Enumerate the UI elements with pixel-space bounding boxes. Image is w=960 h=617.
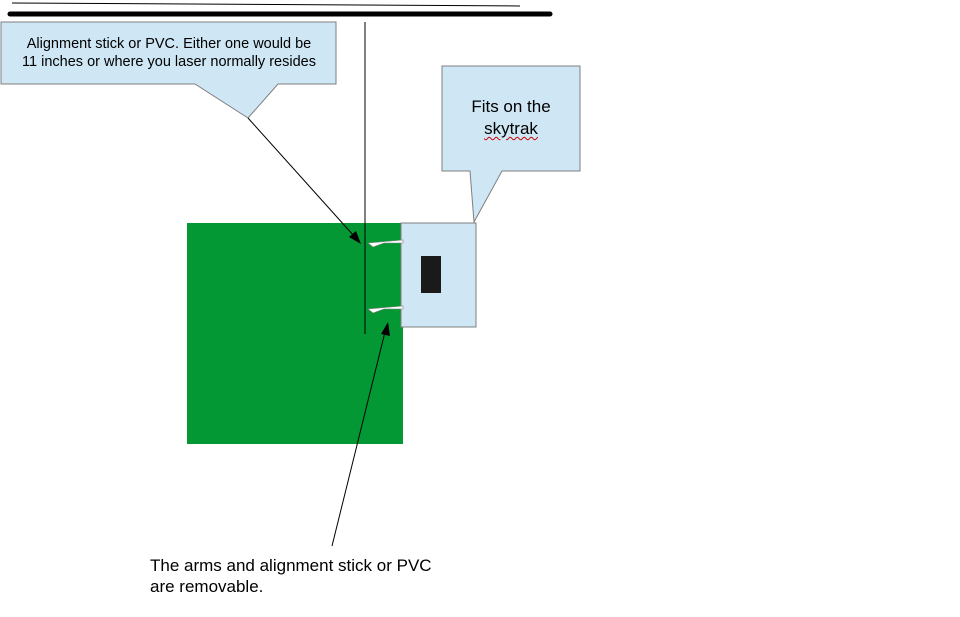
removable-arrow-line bbox=[331, 331, 386, 547]
lower-arm bbox=[367, 305, 404, 314]
removable-note-line2: are removable. bbox=[150, 577, 264, 596]
skytrak-callout-box bbox=[441, 65, 581, 224]
skytrak-callout-text: Fits on the skytrak bbox=[442, 96, 580, 140]
skytrak-callout-line2: skytrak bbox=[484, 119, 538, 138]
skytrak-callout-line1: Fits on the bbox=[471, 97, 551, 116]
alignment-arrow-head bbox=[349, 231, 361, 244]
alignment-arrow-line bbox=[247, 117, 355, 237]
green-mat bbox=[187, 223, 403, 444]
top-thin-line bbox=[11, 2, 521, 7]
removable-note: The arms and alignment stick or PVC are … bbox=[150, 555, 432, 597]
alignment-callout-box bbox=[0, 21, 337, 119]
removable-note-line1: The arms and alignment stick or PVC bbox=[150, 556, 432, 575]
alignment-callout-line1: Alignment stick or PVC. Either one would… bbox=[26, 36, 312, 52]
skytrak-slot bbox=[421, 256, 441, 293]
alignment-callout-text: Alignment stick or PVC. Either one would… bbox=[2, 35, 336, 71]
alignment-callout-line2: 11 inches or where you laser normally re… bbox=[22, 54, 316, 70]
upper-arm bbox=[367, 239, 404, 248]
removable-arrow-head bbox=[381, 322, 390, 336]
